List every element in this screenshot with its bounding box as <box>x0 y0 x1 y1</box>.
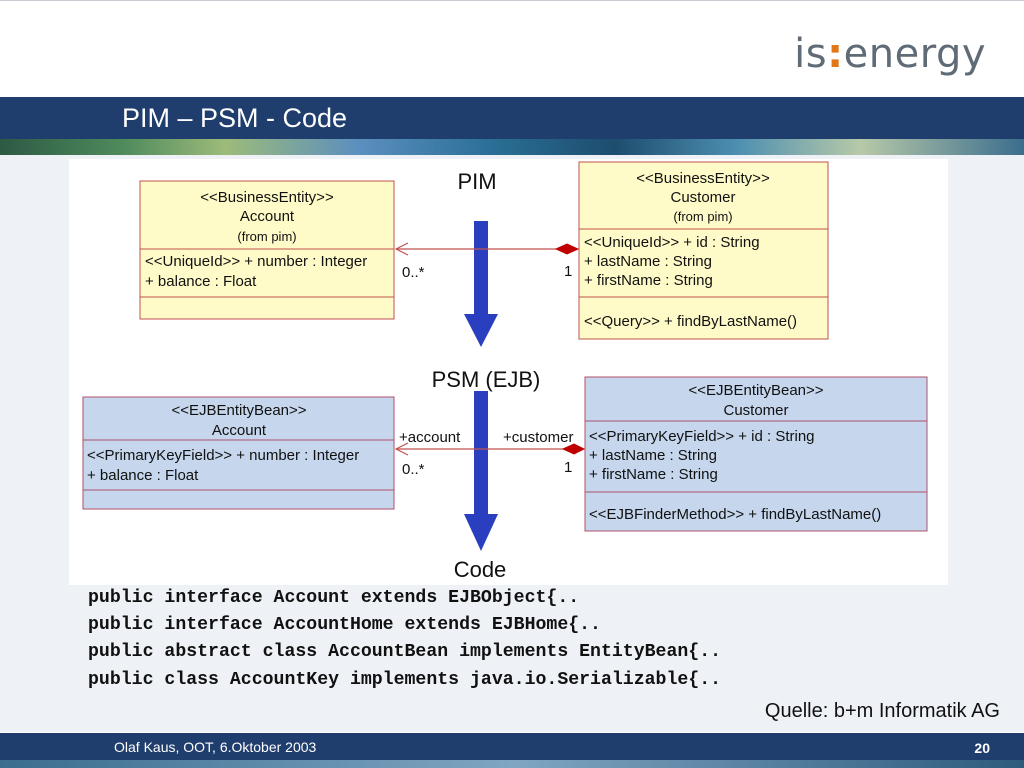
code-listing: public interface Account extends EJBObje… <box>88 585 721 694</box>
stereotype-label: <<BusinessEntity>> <box>636 170 770 187</box>
page-number: 20 <box>974 740 990 756</box>
class-name: Customer <box>723 402 788 419</box>
pim-association: 0..* 1 <box>396 244 580 281</box>
logo-prefix: is <box>794 31 828 77</box>
class-name: Account <box>212 422 267 439</box>
stereotype-label: <<EJBEntityBean>> <box>171 402 306 419</box>
operation: <<Query>> + findByLastName() <box>584 313 797 330</box>
role-account: +account <box>399 429 461 446</box>
pim-account-class: <<BusinessEntity>> Account (from pim) <<… <box>139 180 395 320</box>
footer-bar <box>0 733 1024 760</box>
psm-to-code-arrow <box>464 391 498 551</box>
attribute: + lastName : String <box>589 447 717 464</box>
attribute: + firstName : String <box>589 466 718 483</box>
logo-suffix: energy <box>843 31 986 77</box>
logo-colon: : <box>827 31 844 77</box>
decorative-photo-strip <box>0 139 1024 155</box>
multiplicity-one: 1 <box>564 263 572 280</box>
role-customer: +customer <box>503 429 573 446</box>
footer-author: Olaf Kaus, OOT, 6.Oktober 2003 <box>114 739 317 755</box>
company-logo: is:energy <box>794 31 986 77</box>
pim-label: PIM <box>457 169 496 194</box>
psm-label: PSM (EJB) <box>432 367 541 392</box>
attribute: <<UniqueId>> + number : Integer <box>145 253 367 270</box>
stereotype-label: <<BusinessEntity>> <box>200 189 334 206</box>
code-line: public interface AccountHome extends EJB… <box>88 615 601 636</box>
multiplicity-many: 0..* <box>402 264 425 281</box>
stereotype-label: <<EJBEntityBean>> <box>688 382 823 399</box>
code-label: Code <box>454 557 507 582</box>
code-line: public abstract class AccountBean implem… <box>88 642 722 663</box>
title-bar <box>0 97 1024 139</box>
psm-customer-class: <<EJBEntityBean>> Customer <<PrimaryKeyF… <box>584 376 928 532</box>
pim-customer-class: <<BusinessEntity>> Customer (from pim) <… <box>578 161 829 340</box>
uml-diagram: PIM PSM (EJB) Code <<BusinessEntity>> Ac… <box>69 159 948 585</box>
attribute: <<PrimaryKeyField>> + number : Integer <box>87 447 359 464</box>
operation: <<EJBFinderMethod>> + findByLastName() <box>589 506 881 523</box>
class-name: Account <box>240 208 295 225</box>
multiplicity-many: 0..* <box>402 461 425 478</box>
attribute: + lastName : String <box>584 253 712 270</box>
attribute: + firstName : String <box>584 272 713 289</box>
attribute: + balance : Float <box>145 273 257 290</box>
code-line: public class AccountKey implements java.… <box>88 669 722 690</box>
psm-account-class: <<EJBEntityBean>> Account <<PrimaryKeyFi… <box>82 396 395 510</box>
package-label: (from pim) <box>673 209 732 224</box>
slide-title: PIM – PSM - Code <box>122 103 348 133</box>
attribute: <<PrimaryKeyField>> + id : String <box>589 428 815 445</box>
attribute: <<UniqueId>> + id : String <box>584 234 760 251</box>
pim-to-psm-arrow <box>464 221 498 347</box>
psm-association: +account +customer 0..* 1 <box>396 429 586 478</box>
package-label: (from pim) <box>237 229 296 244</box>
footer-decoration <box>0 760 1024 768</box>
class-name: Customer <box>670 189 735 206</box>
header-area: is:energy <box>0 0 1024 98</box>
code-line: public interface Account extends EJBObje… <box>88 588 580 608</box>
multiplicity-one: 1 <box>564 459 572 476</box>
source-credit: Quelle: b+m Informatik AG <box>764 700 1000 722</box>
attribute: + balance : Float <box>87 467 199 484</box>
